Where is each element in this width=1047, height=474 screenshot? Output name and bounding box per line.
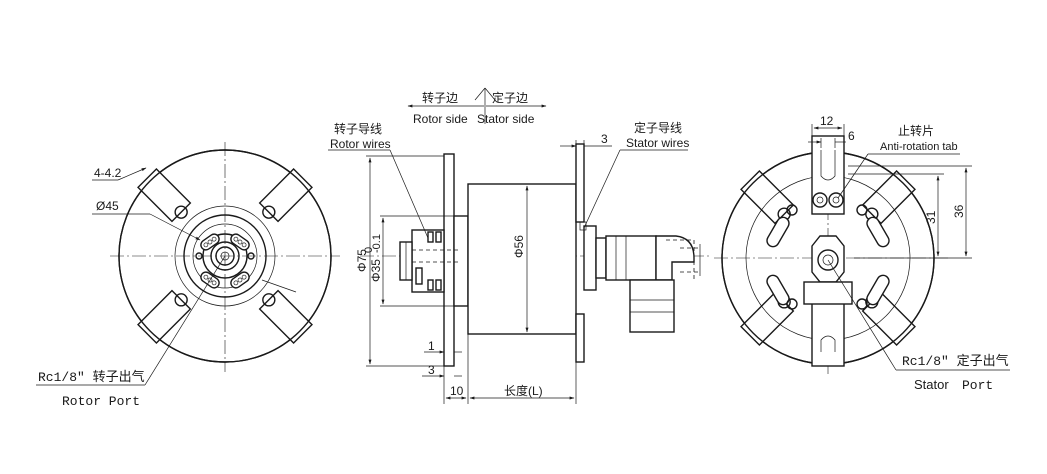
flange-slots bbox=[137, 168, 313, 344]
rotor-port-cn: Rc1/8″ 转子出气 bbox=[38, 369, 145, 385]
flange-len-dim: 10 bbox=[450, 384, 464, 398]
rotor-side-en: Rotor side bbox=[413, 112, 468, 126]
stator-wires-cn: 定子导线 bbox=[634, 120, 682, 135]
holes-dim: 4-4.2 bbox=[94, 166, 122, 180]
tab-slot-dim: 6 bbox=[848, 129, 855, 143]
stator-port-en2: Port bbox=[962, 378, 993, 393]
tab-width-dim: 12 bbox=[820, 114, 834, 128]
rotor-wires-en: Rotor wires bbox=[330, 137, 391, 151]
body-dia-dim: Φ56 bbox=[512, 235, 526, 258]
flange-step-dim: 1 bbox=[428, 339, 435, 353]
spigot-dia-dim: Φ35 bbox=[369, 259, 383, 282]
spigot-tol-lower: -0.1 bbox=[371, 234, 383, 253]
right-view: 12 6 止转片 Anti-rotation tab 31 36 Rc1/8″ … bbox=[714, 114, 1010, 393]
stator-thk-dim: 3 bbox=[601, 132, 608, 146]
spigot-tol-upper: 0 bbox=[363, 247, 375, 253]
stator-port-cn: Rc1/8″ 定子出气 bbox=[902, 353, 1009, 369]
length-dim: 长度(L) bbox=[504, 383, 543, 398]
outer-dia-dim: Φ75 bbox=[355, 249, 369, 272]
flange-thk-dim: 3 bbox=[428, 363, 435, 377]
tab-h1-dim: 31 bbox=[924, 210, 938, 224]
pcd-dim: Ø45 bbox=[96, 199, 119, 213]
anti-rotation-en: Anti-rotation tab bbox=[880, 141, 958, 153]
anti-rotation-cn: 止转片 bbox=[898, 123, 934, 138]
stator-side-en: Stator side bbox=[477, 112, 535, 126]
rotor-wires-cn: 转子导线 bbox=[334, 121, 382, 136]
stator-side-cn: 定子边 bbox=[492, 90, 528, 105]
stator-wire-bundles bbox=[766, 216, 890, 306]
side-view: 转子边 定子边 Rotor side Stator side bbox=[328, 87, 712, 404]
stator-port-en1: Stator bbox=[914, 377, 949, 392]
left-view: 4-4.2 Ø45 Rc1/8″ 转子出气 Rotor Port bbox=[36, 142, 340, 409]
tab-h2-dim: 36 bbox=[952, 204, 966, 218]
rotor-side-cn: 转子边 bbox=[422, 90, 458, 105]
rotor-port-en: Rotor Port bbox=[62, 394, 140, 409]
stator-wires-en: Stator wires bbox=[626, 136, 689, 150]
